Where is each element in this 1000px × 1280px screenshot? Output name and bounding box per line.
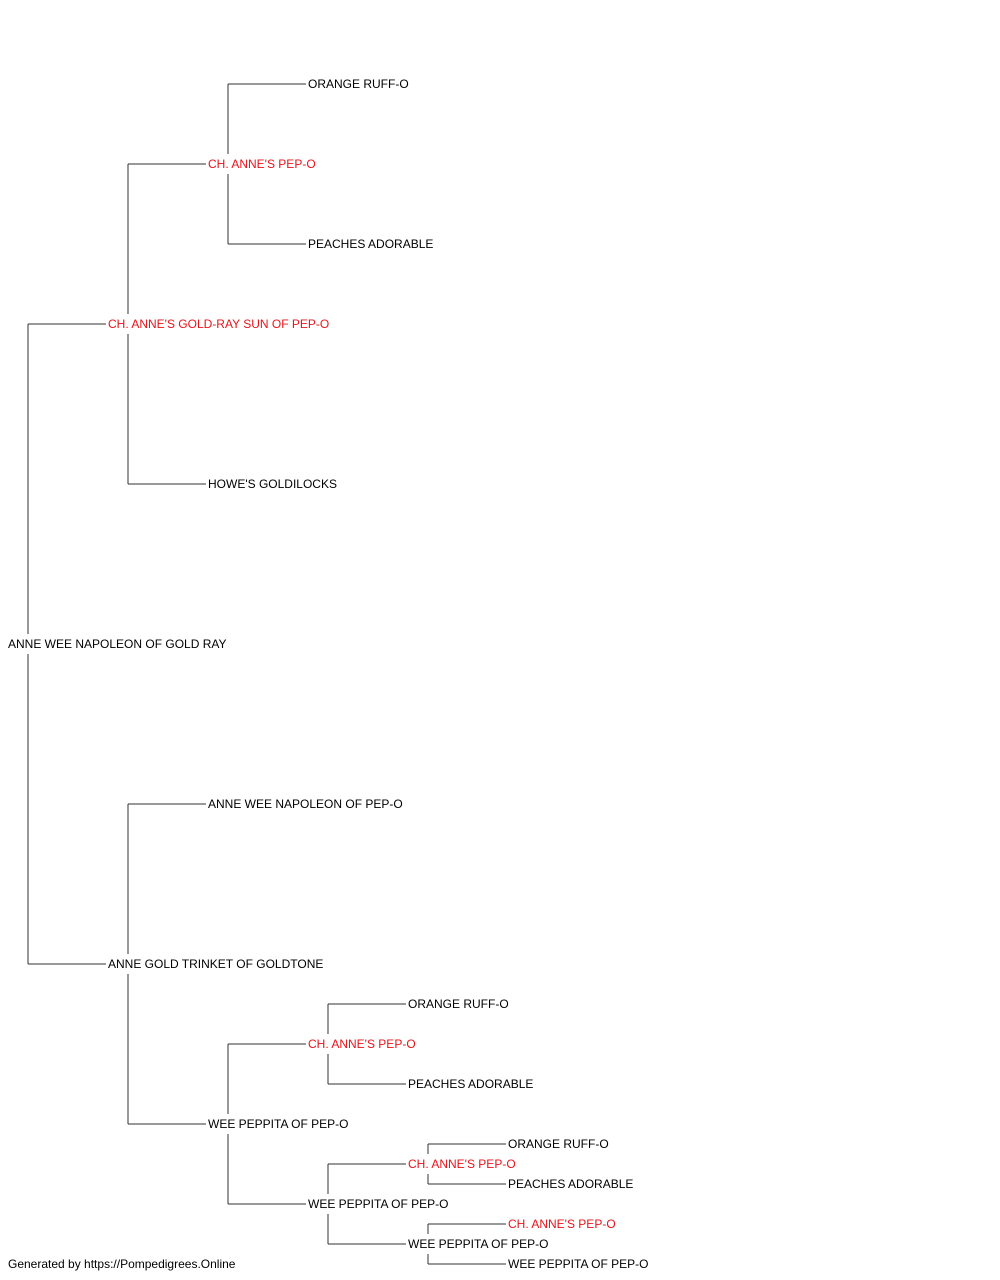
dog-name: ANNE WEE NAPOLEON OF GOLD RAY <box>8 637 229 651</box>
dog-name: WEE PEPPITA OF PEP-O <box>508 1257 651 1271</box>
dog-name: HOWE'S GOLDILOCKS <box>208 477 339 491</box>
dog-name: WEE PEPPITA OF PEP-O <box>408 1237 551 1251</box>
dog-name: PEACHES ADORABLE <box>408 1077 536 1091</box>
champion-dog-name: CH. ANNE'S GOLD-RAY SUN OF PEP-O <box>108 317 332 331</box>
dog-name: PEACHES ADORABLE <box>308 237 436 251</box>
dog-name: ORANGE RUFF-O <box>308 77 411 91</box>
dog-name: WEE PEPPITA OF PEP-O <box>308 1197 451 1211</box>
dog-name: ANNE WEE NAPOLEON OF PEP-O <box>208 797 405 811</box>
generated-by-footer: Generated by https://Pompedigrees.Online <box>8 1257 236 1271</box>
dog-name: ORANGE RUFF-O <box>508 1137 611 1151</box>
champion-dog-name: CH. ANNE'S PEP-O <box>508 1217 618 1231</box>
champion-dog-name: CH. ANNE'S PEP-O <box>308 1037 418 1051</box>
dog-name: ANNE GOLD TRINKET OF GOLDTONE <box>108 957 326 971</box>
dog-name: ORANGE RUFF-O <box>408 997 511 1011</box>
champion-dog-name: CH. ANNE'S PEP-O <box>408 1157 518 1171</box>
champion-dog-name: CH. ANNE'S PEP-O <box>208 157 318 171</box>
dog-name: PEACHES ADORABLE <box>508 1177 636 1191</box>
dog-name: WEE PEPPITA OF PEP-O <box>208 1117 351 1131</box>
